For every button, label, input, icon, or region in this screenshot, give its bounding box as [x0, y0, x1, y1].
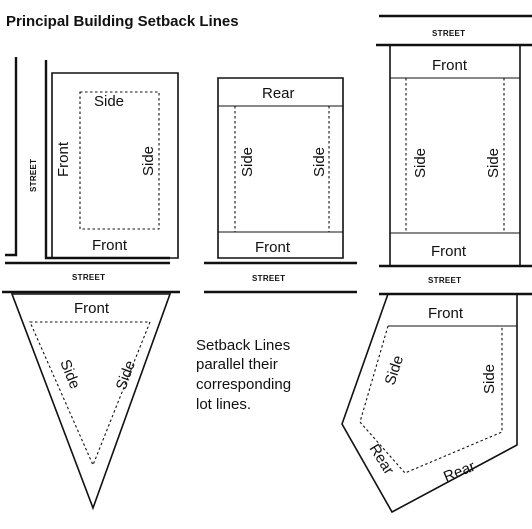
diagram-title: Principal Building Setback Lines [6, 13, 239, 30]
irregular-lot-front: Front [428, 305, 464, 322]
interior-lot-boundary [217, 77, 344, 259]
corner-lot-setback [79, 91, 160, 230]
street-label-2: STREET [252, 274, 285, 283]
note-line-2: parallel their [196, 356, 278, 373]
irregular-lot: Front Side Side Rear Rear [341, 293, 518, 514]
setback-note: Setback Lines parallel their correspondi… [196, 337, 291, 413]
note-line-1: Setback Lines [196, 337, 290, 354]
triangular-lot-setback [29, 321, 151, 467]
corner-lot-side-top: Side [94, 93, 124, 110]
through-lot-side-right: Side [485, 148, 502, 178]
corner-lot-front-bottom: Front [92, 237, 128, 254]
interior-lot-side-setbacks [234, 106, 330, 232]
corner-lot-side-right: Side [140, 146, 157, 176]
triangular-lot-side-left: Side [56, 357, 83, 391]
triangular-lot: Front Side Side [10, 293, 172, 511]
triangular-lot-side-right: Side [113, 358, 139, 392]
through-lot-front-bottom: Front [431, 243, 467, 260]
irregular-lot-side-left: Side [382, 353, 407, 387]
irregular-lot-setback [359, 325, 503, 474]
through-lot-side-left: Side [412, 148, 429, 178]
interior-lot: Rear Side Side Front [217, 77, 344, 259]
street-label-vertical: STREET [29, 159, 38, 192]
corner-lot-front-left: Front [55, 141, 72, 177]
corner-lot-boundary [51, 72, 179, 259]
note-line-4: lot lines. [196, 396, 251, 413]
interior-lot-rear: Rear [262, 85, 295, 102]
irregular-lot-rear-right: Rear [441, 458, 478, 486]
interior-lot-front: Front [255, 239, 291, 256]
note-line-3: corresponding [196, 376, 291, 393]
street-label-1: STREET [72, 273, 105, 282]
irregular-lot-boundary [341, 293, 518, 514]
triangular-lot-boundary [10, 293, 172, 511]
irregular-lot-rear-left: Rear [366, 441, 398, 478]
street-label-top: STREET [432, 29, 465, 38]
street-label-3: STREET [428, 276, 461, 285]
triangular-lot-front: Front [74, 300, 110, 317]
through-lot: Front Side Side Front [389, 45, 521, 266]
interior-lot-side-right: Side [311, 147, 328, 177]
vertical-street-line-outer [5, 57, 18, 257]
corner-lot: Side Front Side Front [51, 72, 179, 259]
irregular-lot-side-right: Side [481, 364, 498, 394]
interior-lot-side-left: Side [239, 147, 256, 177]
through-lot-front-top: Front [432, 57, 468, 74]
through-lot-side-setbacks [405, 78, 505, 233]
